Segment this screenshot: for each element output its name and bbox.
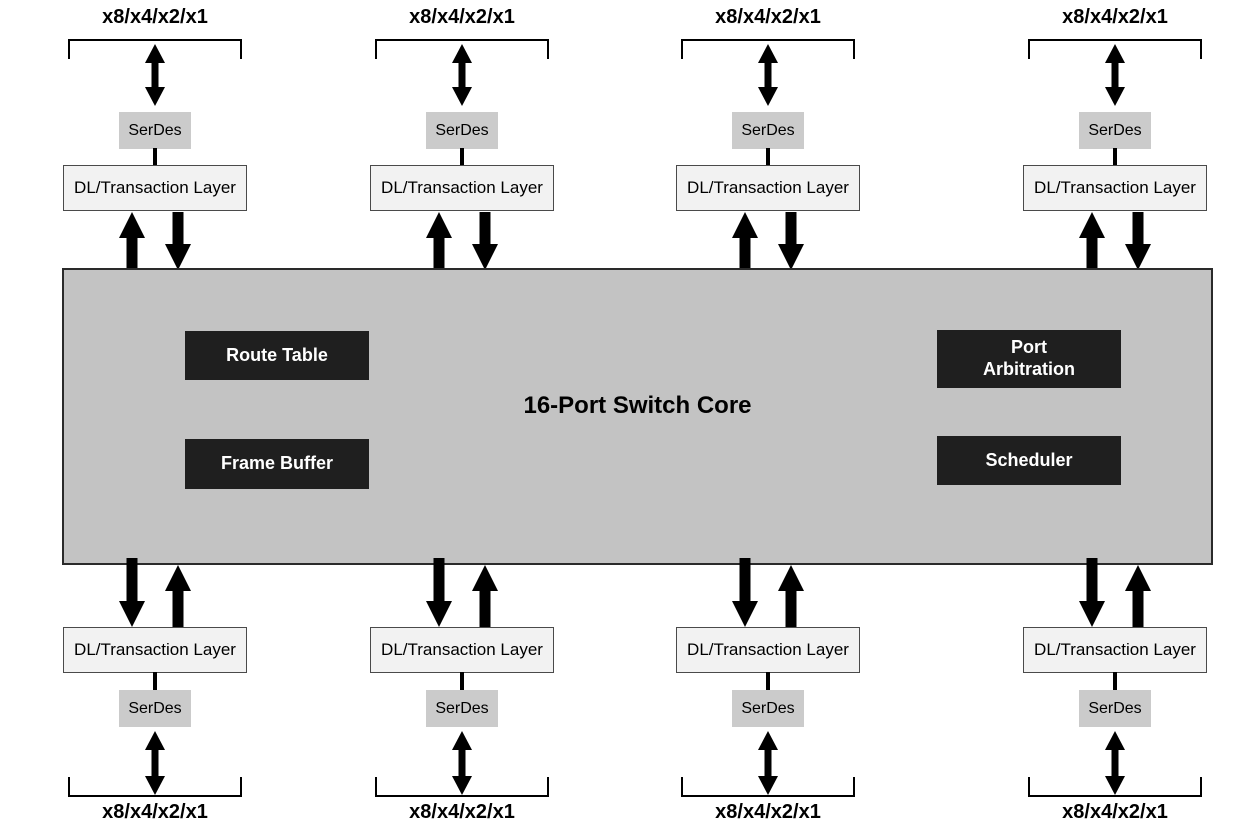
dl-transaction-layer-box: DL/Transaction Layer [1023, 165, 1207, 211]
up-arrow-icon [1125, 565, 1151, 627]
dl-transaction-layer-label: DL/Transaction Layer [381, 178, 543, 197]
serdes-label: SerDes [1088, 121, 1142, 139]
down-arrow-icon [1125, 212, 1151, 270]
dl-transaction-layer-label: DL/Transaction Layer [687, 640, 849, 659]
serdes-box: SerDes [426, 112, 498, 149]
port-group-bottom-3: DL/Transaction Layer SerDes x8/x4/x2/x1 [676, 558, 860, 836]
serdes-dl-connector [460, 672, 464, 691]
serdes-dl-connector [153, 672, 157, 691]
serdes-box: SerDes [426, 690, 498, 727]
down-arrow-icon [119, 558, 145, 627]
lane-bracket-icon [1028, 777, 1202, 797]
bidirectional-arrow-icon [452, 731, 472, 795]
up-arrow-icon [778, 565, 804, 627]
dl-transaction-layer-label: DL/Transaction Layer [687, 178, 849, 197]
bidirectional-arrow-icon [1105, 731, 1125, 795]
frame-buffer-label: Frame Buffer [220, 453, 334, 474]
lane-bracket-icon [68, 39, 242, 59]
up-arrow-icon [472, 565, 498, 627]
down-arrow-icon [472, 212, 498, 270]
frame-buffer-block: Frame Buffer [185, 439, 369, 489]
lane-width-label: x8/x4/x2/x1 [409, 801, 515, 823]
lane-bracket-icon [1028, 39, 1202, 59]
lane-width-label: x8/x4/x2/x1 [409, 6, 515, 28]
route-table-block: Route Table [185, 331, 369, 380]
lane-bracket-icon [681, 777, 855, 797]
serdes-box: SerDes [1079, 690, 1151, 727]
serdes-dl-connector [1113, 148, 1117, 166]
serdes-box: SerDes [732, 690, 804, 727]
dl-transaction-layer-box: DL/Transaction Layer [63, 627, 247, 673]
serdes-label: SerDes [741, 699, 795, 717]
port-arbitration-block: Port Arbitration [937, 330, 1121, 388]
serdes-box: SerDes [119, 690, 191, 727]
lane-bracket-icon [68, 777, 242, 797]
dl-transaction-layer-label: DL/Transaction Layer [74, 640, 236, 659]
port-arbitration-label: Port Arbitration [983, 337, 1075, 379]
bidirectional-arrow-icon [145, 44, 165, 106]
bidirectional-arrow-icon [145, 731, 165, 795]
serdes-label: SerDes [128, 121, 182, 139]
down-arrow-icon [778, 212, 804, 270]
serdes-label: SerDes [741, 121, 795, 139]
dl-transaction-layer-label: DL/Transaction Layer [74, 178, 236, 197]
dl-transaction-layer-label: DL/Transaction Layer [1034, 178, 1196, 197]
up-arrow-icon [119, 212, 145, 270]
port-group-top-4: x8/x4/x2/x1 SerDes DL/Transaction Layer [1023, 0, 1207, 272]
lane-width-label: x8/x4/x2/x1 [1062, 6, 1168, 28]
scheduler-block: Scheduler [937, 436, 1121, 485]
lane-bracket-icon [681, 39, 855, 59]
serdes-box: SerDes [732, 112, 804, 149]
switch-core-box: 16-Port Switch Core Route Table Frame Bu… [62, 268, 1213, 565]
down-arrow-icon [1079, 558, 1105, 627]
serdes-dl-connector [766, 148, 770, 166]
lane-bracket-icon [375, 777, 549, 797]
bidirectional-arrow-icon [1105, 44, 1125, 106]
serdes-box: SerDes [1079, 112, 1151, 149]
serdes-label: SerDes [435, 699, 489, 717]
port-group-top-3: x8/x4/x2/x1 SerDes DL/Transaction Layer [676, 0, 860, 272]
serdes-label: SerDes [1088, 699, 1142, 717]
port-group-top-1: x8/x4/x2/x1 SerDes DL/Transaction Layer [63, 0, 247, 272]
dl-transaction-layer-box: DL/Transaction Layer [63, 165, 247, 211]
bidirectional-arrow-icon [758, 731, 778, 795]
down-arrow-icon [732, 558, 758, 627]
dl-transaction-layer-box: DL/Transaction Layer [676, 165, 860, 211]
dl-transaction-layer-box: DL/Transaction Layer [676, 627, 860, 673]
serdes-label: SerDes [435, 121, 489, 139]
dl-transaction-layer-box: DL/Transaction Layer [370, 627, 554, 673]
down-arrow-icon [165, 212, 191, 270]
lane-width-label: x8/x4/x2/x1 [1062, 801, 1168, 823]
lane-width-label: x8/x4/x2/x1 [715, 6, 821, 28]
dl-transaction-layer-label: DL/Transaction Layer [381, 640, 543, 659]
up-arrow-icon [1079, 212, 1105, 270]
bidirectional-arrow-icon [452, 44, 472, 106]
serdes-box: SerDes [119, 112, 191, 149]
port-group-bottom-2: DL/Transaction Layer SerDes x8/x4/x2/x1 [370, 558, 554, 836]
switch-core-title: 16-Port Switch Core [523, 392, 752, 419]
port-group-bottom-4: DL/Transaction Layer SerDes x8/x4/x2/x1 [1023, 558, 1207, 836]
lane-width-label: x8/x4/x2/x1 [102, 801, 208, 823]
port-group-top-2: x8/x4/x2/x1 SerDes DL/Transaction Layer [370, 0, 554, 272]
lane-width-label: x8/x4/x2/x1 [715, 801, 821, 823]
lane-bracket-icon [375, 39, 549, 59]
up-arrow-icon [426, 212, 452, 270]
port-group-bottom-1: DL/Transaction Layer SerDes x8/x4/x2/x1 [63, 558, 247, 836]
serdes-dl-connector [766, 672, 770, 691]
dl-transaction-layer-label: DL/Transaction Layer [1034, 640, 1196, 659]
route-table-label: Route Table [226, 344, 328, 365]
up-arrow-icon [165, 565, 191, 627]
scheduler-label: Scheduler [985, 449, 1073, 470]
lane-width-label: x8/x4/x2/x1 [102, 6, 208, 28]
serdes-dl-connector [460, 148, 464, 166]
down-arrow-icon [426, 558, 452, 627]
dl-transaction-layer-box: DL/Transaction Layer [1023, 627, 1207, 673]
serdes-dl-connector [153, 148, 157, 166]
dl-transaction-layer-box: DL/Transaction Layer [370, 165, 554, 211]
serdes-label: SerDes [128, 699, 182, 717]
bidirectional-arrow-icon [758, 44, 778, 106]
serdes-dl-connector [1113, 672, 1117, 691]
up-arrow-icon [732, 212, 758, 270]
